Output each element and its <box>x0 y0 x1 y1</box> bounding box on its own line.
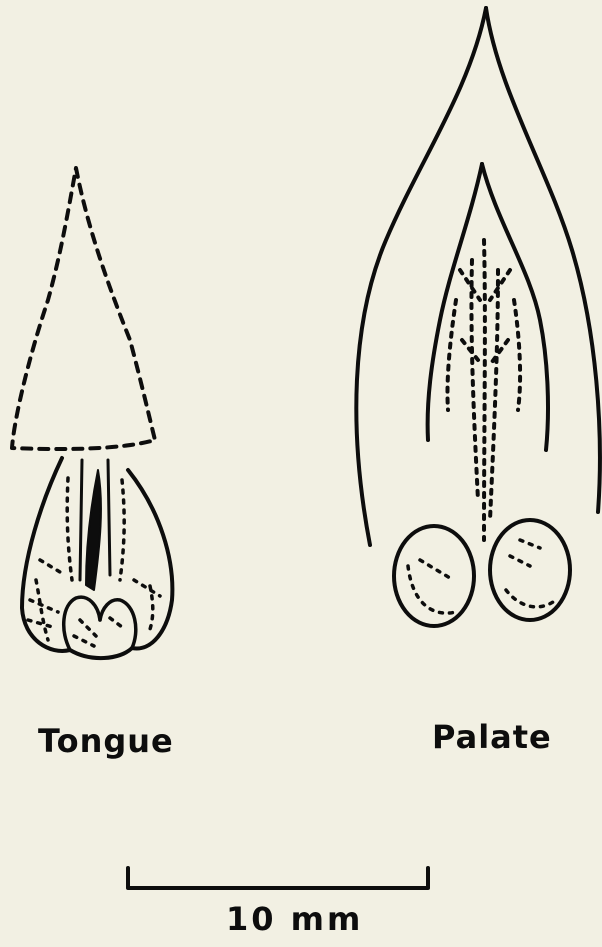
tongue-drawing <box>12 168 172 658</box>
palate-rugae <box>447 240 520 540</box>
tongue-tip-outline <box>12 168 155 449</box>
palate-outer-outline-right <box>486 8 600 512</box>
palate-inner-right <box>482 164 548 450</box>
scale-bar <box>128 868 428 888</box>
tongue-label: Tongue <box>38 722 174 760</box>
scale-bar-label: 10 mm <box>226 900 363 938</box>
palate-pad-dots <box>408 540 556 613</box>
palate-label: Palate <box>432 718 552 756</box>
tongue-median-groove <box>86 470 101 590</box>
palate-drawing <box>356 8 600 626</box>
palate-outer-outline <box>356 8 486 545</box>
